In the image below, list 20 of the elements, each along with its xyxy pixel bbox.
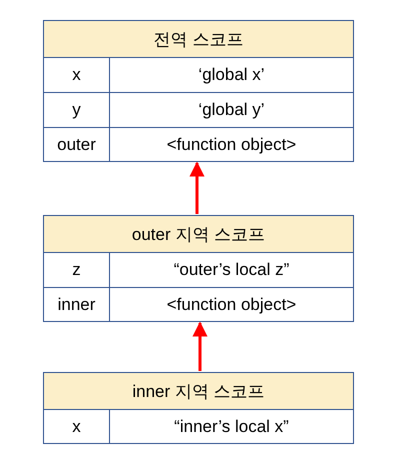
scope-table <box>43 372 354 444</box>
table-header: 전역 스코프 <box>44 21 353 57</box>
value-cell: <function object> <box>110 287 353 322</box>
scope-table <box>43 20 354 162</box>
arrow <box>192 322 208 371</box>
variable-name-cell: x <box>44 409 110 444</box>
value-cell: “inner’s local x” <box>110 409 353 444</box>
variable-name-cell: z <box>44 252 110 287</box>
scope-table <box>43 215 354 322</box>
variable-name-cell: x <box>44 57 110 92</box>
value-cell: “outer’s local z” <box>110 252 353 287</box>
value-cell: <function object> <box>110 127 353 162</box>
variable-name-cell: inner <box>44 287 110 322</box>
variable-name-cell: y <box>44 92 110 127</box>
variable-name-cell: outer <box>44 127 110 162</box>
value-cell: ‘global y’ <box>110 92 353 127</box>
table-header: outer 지역 스코프 <box>44 216 353 252</box>
value-cell: ‘global x’ <box>110 57 353 92</box>
table-header: inner 지역 스코프 <box>44 373 353 409</box>
arrow <box>190 162 204 214</box>
